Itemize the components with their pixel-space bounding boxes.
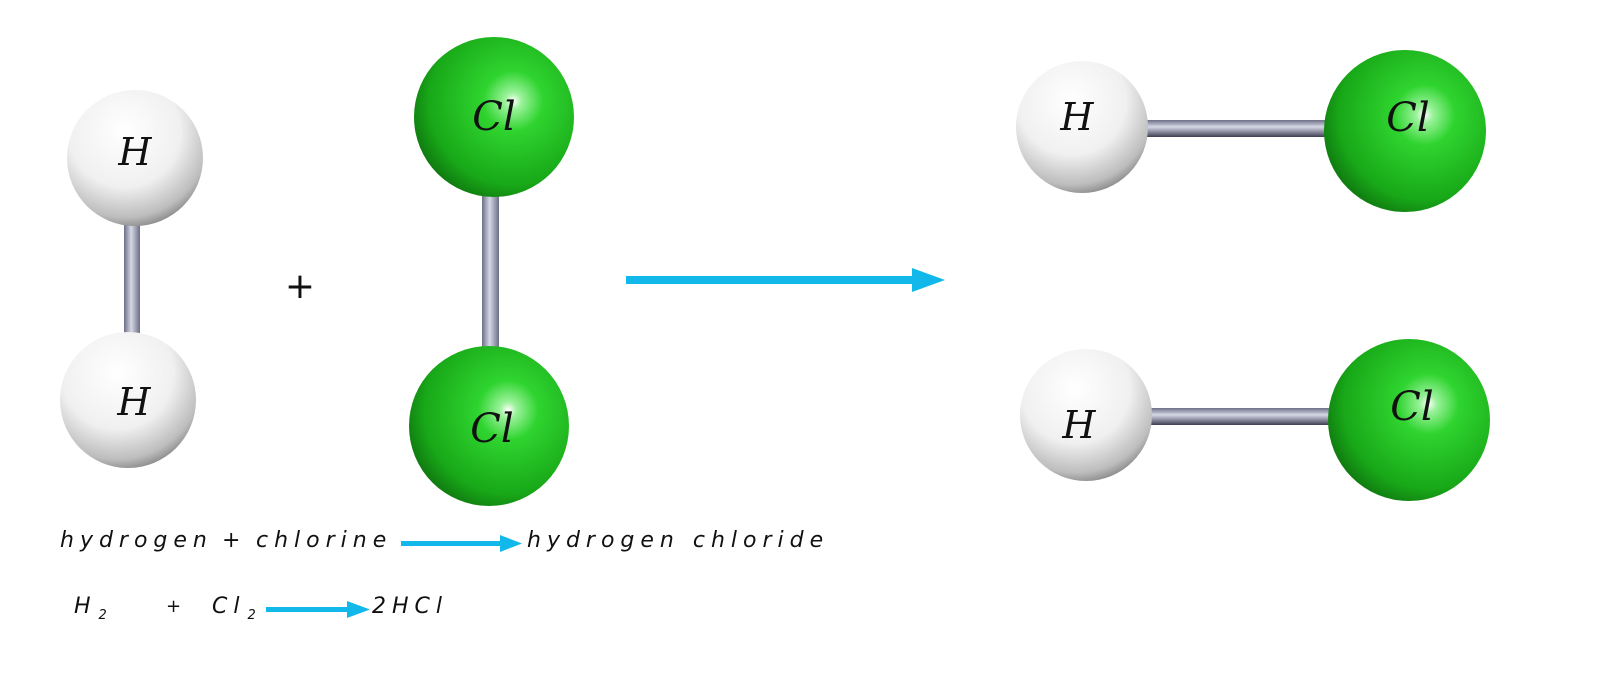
cl2-molecule: Cl Cl xyxy=(409,37,574,506)
symbol-h: H xyxy=(74,594,97,619)
hydrogen-atom: H xyxy=(1020,349,1152,481)
hcl-molecule-bottom: H Cl xyxy=(1020,339,1490,501)
atom-label: H xyxy=(1061,403,1096,447)
chlorine-atom-top: Cl xyxy=(414,37,574,197)
symbol-equation-arrow xyxy=(266,601,370,618)
atom-label: Cl xyxy=(470,406,513,452)
h2-molecule: H H xyxy=(60,90,203,468)
symbol-plus: + xyxy=(166,596,188,617)
hcl-bond xyxy=(1140,120,1335,137)
plus-sign: + xyxy=(285,266,315,307)
hydrogen-atom-top: H xyxy=(67,90,203,226)
h2-bond xyxy=(124,215,140,338)
word-equation-arrow xyxy=(401,535,522,552)
atom-label: Cl xyxy=(1386,95,1429,141)
chlorine-atom-bottom: Cl xyxy=(409,346,569,506)
hydrogen-atom-bottom: H xyxy=(60,332,196,468)
word-reactant-1: hydrogen xyxy=(60,528,213,553)
hcl-bond xyxy=(1144,408,1339,425)
word-plus: + xyxy=(222,528,247,553)
cl2-bond xyxy=(482,190,499,358)
atom-label: Cl xyxy=(1390,384,1433,430)
symbol-cl: Cl xyxy=(212,594,246,619)
word-product: hydrogen chloride xyxy=(527,528,830,553)
atom-label: H xyxy=(1059,95,1094,139)
atom-label: H xyxy=(117,130,152,174)
atom-label: Cl xyxy=(472,94,515,140)
reaction-arrow xyxy=(626,268,945,292)
word-reactant-2: chlorine xyxy=(256,528,393,553)
subscript-2: 2 xyxy=(247,608,256,623)
symbol-product: 2HCl xyxy=(372,594,449,619)
hydrogen-atom: H xyxy=(1016,61,1148,193)
subscript-2: 2 xyxy=(98,608,107,623)
chlorine-atom: Cl xyxy=(1328,339,1490,501)
atom-label: H xyxy=(116,380,151,424)
hcl-molecule-top: H Cl xyxy=(1016,50,1486,212)
chlorine-atom: Cl xyxy=(1324,50,1486,212)
